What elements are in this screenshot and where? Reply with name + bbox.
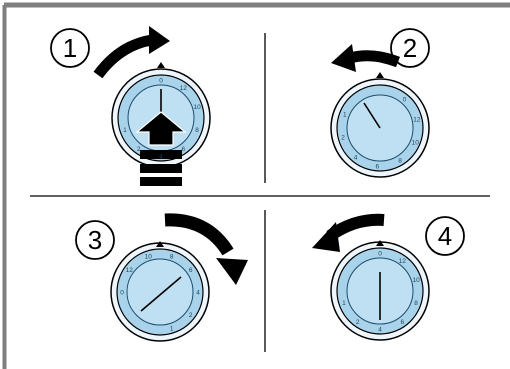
dial-scale-label: 0 bbox=[120, 290, 124, 297]
dial-scale-label: 2 bbox=[356, 319, 360, 326]
dial-scale-label: 1 bbox=[343, 111, 347, 118]
step-3-rotate-arrowhead bbox=[216, 258, 248, 285]
step-1-push-arrow bbox=[135, 111, 187, 186]
dial-scale-label: 6 bbox=[375, 163, 379, 170]
step-1-rotate-arrowhead bbox=[149, 26, 170, 54]
dial-scale-label: 12 bbox=[399, 258, 407, 265]
step-3-panel: 3 bbox=[75, 213, 248, 342]
dial-scale-label: 10 bbox=[412, 277, 420, 284]
step-1-badge: 1 bbox=[50, 28, 90, 68]
dial-scale-label: 12 bbox=[180, 85, 188, 92]
dial-2-pointer bbox=[363, 102, 381, 129]
dial-scale-label: 6 bbox=[189, 267, 193, 274]
dial-scale-label: 2 bbox=[341, 135, 345, 142]
step-3-number: 3 bbox=[88, 225, 102, 255]
dial-3-scale-labels: 0 12 10 8 6 4 2 1 bbox=[120, 253, 200, 332]
dial-scale-label: 6 bbox=[400, 319, 404, 326]
dial-scale-label: 8 bbox=[398, 158, 402, 165]
step-2-number: 2 bbox=[403, 33, 417, 63]
dial-scale-label: 4 bbox=[196, 290, 200, 297]
dial-scale-label: 8 bbox=[170, 253, 174, 260]
step-3-badge: 3 bbox=[75, 220, 115, 260]
dial-scale-label: 10 bbox=[412, 140, 420, 147]
dial-1-scale-labels: 0 12 10 8 6 4 2 1 bbox=[123, 78, 201, 161]
dial-scale-label: 0 bbox=[159, 78, 163, 85]
dial-scale-label: 12 bbox=[126, 267, 134, 274]
dial-4-marker bbox=[376, 240, 384, 246]
dial-scale-label: 8 bbox=[195, 127, 199, 134]
panel-dividers bbox=[30, 33, 490, 352]
dial-4 bbox=[330, 240, 430, 341]
dial-scale-label: 1 bbox=[170, 326, 174, 333]
dial-scale-label: 0 bbox=[378, 251, 382, 258]
step-4-number: 4 bbox=[438, 221, 452, 251]
dial-scale-label: 4 bbox=[378, 327, 382, 334]
dial-scale-label: 8 bbox=[414, 300, 418, 307]
step-4-rotate-arrowhead bbox=[312, 222, 340, 252]
dial-2-scale-labels: 0 12 10 8 6 4 2 1 bbox=[341, 96, 421, 170]
dial-scale-label: 6 bbox=[181, 146, 185, 153]
step-4-rotate-arrow bbox=[326, 213, 385, 241]
step-2-badge: 2 bbox=[390, 28, 430, 68]
step-1-panel: 1 bbox=[50, 26, 211, 186]
dial-scale-label: 2 bbox=[137, 146, 141, 153]
dial-4-scale-labels: 0 12 10 8 6 4 2 1 bbox=[342, 251, 420, 334]
dial-scale-label: 2 bbox=[189, 312, 193, 319]
dial-1-marker bbox=[157, 62, 165, 68]
dial-scale-label: 1 bbox=[342, 300, 346, 307]
dial-scale-label: 10 bbox=[193, 104, 201, 111]
step-4-badge: 4 bbox=[425, 216, 465, 256]
step-2-panel: 2 bbox=[330, 28, 430, 178]
dial-3-pointer bbox=[140, 276, 182, 312]
step-1-rotate-arrow bbox=[93, 34, 154, 79]
dial-scale-label: 4 bbox=[159, 154, 163, 161]
dial-2 bbox=[330, 72, 430, 178]
dial-scale-label: 10 bbox=[145, 253, 153, 260]
dial-scale-label: 12 bbox=[413, 116, 421, 123]
dial-3 bbox=[110, 241, 210, 342]
step-3-rotate-arrow bbox=[164, 213, 234, 256]
dial-2-marker bbox=[376, 72, 384, 78]
dial-scale-label: 4 bbox=[354, 155, 358, 162]
step-1-number: 1 bbox=[63, 33, 77, 63]
step-2-rotate-arrowhead bbox=[331, 44, 356, 72]
dial-scale-label: 0 bbox=[403, 96, 407, 103]
step-2-rotate-arrow bbox=[348, 50, 400, 68]
dial-3-marker bbox=[156, 241, 164, 247]
step-4-panel: 4 bbox=[312, 213, 465, 341]
dial-scale-label: 1 bbox=[123, 127, 127, 134]
